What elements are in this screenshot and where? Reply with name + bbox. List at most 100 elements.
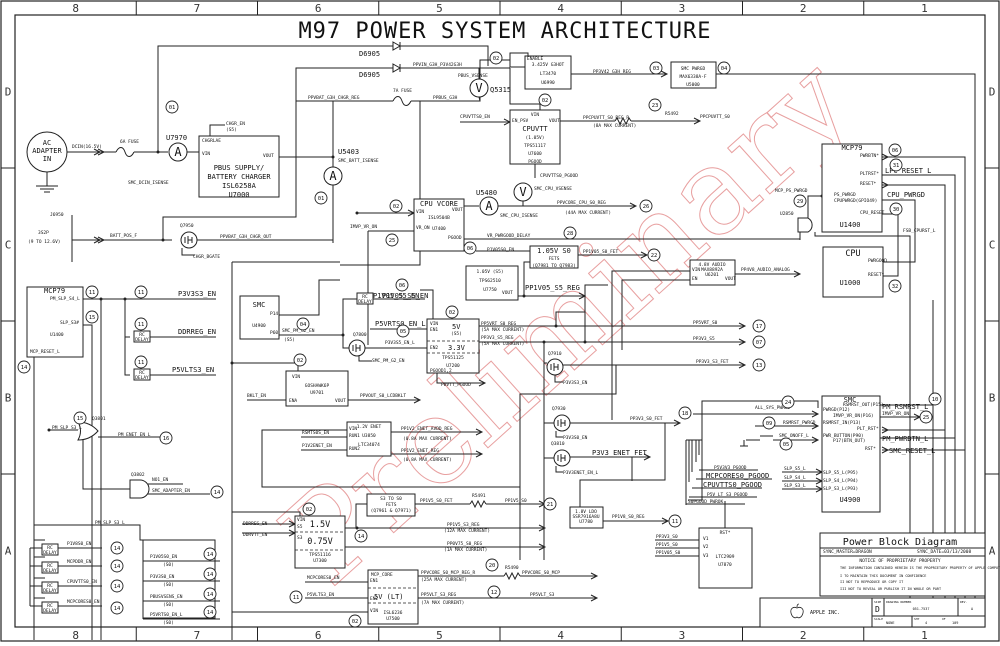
net-chgr-en: CHGR_EN xyxy=(226,121,245,127)
net-no1-en: NO1_EN xyxy=(152,477,169,483)
mcp79-left-pin-reset: MCP_RESET_L xyxy=(30,349,60,355)
net-s0-label: (S0) xyxy=(163,620,174,626)
page-ref-number: 14 xyxy=(114,546,121,552)
net-p1v8s0-en: P1V8S0_EN xyxy=(67,541,92,547)
net-pp5vrt-s0: PP5VRT_S0 xyxy=(693,320,718,326)
zone-column-label: 2 xyxy=(800,2,807,15)
fets-s3s0-block xyxy=(366,493,416,517)
net-pp1v05-s5: PP1V05_S5_REG xyxy=(525,284,580,292)
charger-text: PBUS SUPPLY/ xyxy=(214,164,265,172)
junction-dot xyxy=(99,297,103,301)
wire xyxy=(882,174,956,600)
wire xyxy=(688,415,703,501)
page-ref-circle xyxy=(348,614,362,628)
page-ref-bubble: 26 xyxy=(639,199,653,213)
mcp79-left-title: MCP79 xyxy=(44,287,65,295)
cpuvtt-text: U7600 xyxy=(528,151,542,157)
smc-left-title: SMC xyxy=(253,301,266,309)
wire xyxy=(882,213,899,277)
voltmeter-cpu-icon-glyph: V xyxy=(519,185,526,199)
net-rsmrst-pwrgd: RSMRST_PWRGD xyxy=(783,420,816,426)
page-ref-number: 15 xyxy=(77,416,84,422)
zone-row-label: C xyxy=(989,239,996,252)
arrow-icon xyxy=(538,543,547,551)
cpu-vcore-text: U7400 xyxy=(432,226,446,232)
fet-q7910-icon-glyph xyxy=(550,363,559,371)
net-p3v3s3-en: P3V3S3_EN xyxy=(178,290,216,298)
net-ppvbat-chgr-out: PPVBAT_G3H_CHGR_OUT xyxy=(220,234,272,240)
mcp79-pin: CPUPWRGD(GPIO49) xyxy=(834,198,877,204)
arrow-icon xyxy=(478,379,487,387)
net-pm-pwrbtn: PM_PWRBTN_L xyxy=(882,435,928,443)
arrow-icon xyxy=(413,396,422,404)
wire xyxy=(209,124,225,136)
page-ref-bubble: 15 xyxy=(73,411,87,425)
net-p3v3s3-en-2: P3V3S3_EN xyxy=(563,380,588,386)
zone-column-label: 3 xyxy=(679,629,686,642)
page-ref-number: 29 xyxy=(797,199,804,205)
net-j6950-voltage: (9 TO 12.6V) xyxy=(28,239,61,245)
ammeter-u5480-icon xyxy=(479,196,499,216)
zone-row-label: D xyxy=(989,86,996,99)
net-j6950-3s2p: 3S2P xyxy=(38,230,49,236)
page-ref-number: 23 xyxy=(652,103,659,109)
wire xyxy=(523,261,530,296)
cpu-block xyxy=(822,246,884,298)
page-ref-number: 06 xyxy=(399,283,406,289)
page-ref-circle xyxy=(889,202,903,216)
u6990-text: 3.425V G3HOT xyxy=(532,62,565,68)
rc-delay-label: DELAY xyxy=(358,299,372,305)
page-ref-bubble: 24 xyxy=(781,395,795,409)
rc-delay-label: RC xyxy=(47,603,53,609)
fet-q7800-icon-glyph xyxy=(352,344,361,352)
u6201-text: MAX8892A xyxy=(701,267,723,273)
page-ref-number: 10 xyxy=(932,397,939,403)
arrow-icon xyxy=(811,410,820,418)
net-enet-reg-current: (0.8A MAX CURRENT) xyxy=(403,457,452,463)
page-ref-circle xyxy=(203,547,217,561)
zone-column-label: 3 xyxy=(679,2,686,15)
page-ref-circle xyxy=(888,143,902,157)
net-p3v3enet-en: P3V3ENET_EN_L xyxy=(563,470,599,476)
page-ref-number: 14 xyxy=(114,584,121,590)
net-mcpddr-en: MCPDDR_EN xyxy=(67,559,92,565)
rc-delay-label: DELAY xyxy=(135,375,149,381)
rc-delay-label: RC xyxy=(47,545,53,551)
page-ref-circle xyxy=(134,317,148,331)
sync-master: SYNC_MASTER=DRAGON xyxy=(823,549,872,555)
page-ref-circle xyxy=(639,199,653,213)
page-ref-number: 14 xyxy=(214,490,221,496)
net-pp1v05-fet: PP1V05_S0_FET xyxy=(583,249,619,255)
page-ref-circle xyxy=(678,406,692,420)
charger-pin-vout: VOUT xyxy=(263,153,274,159)
u7200-3v3: 3.3V xyxy=(448,344,466,352)
net-6a-fuse: 6A FUSE xyxy=(120,139,139,145)
page-ref-circle xyxy=(110,559,124,573)
page-ref-bubble: 11 xyxy=(134,285,148,299)
net-pp5vrt-reg: PP5VRT_S0_REG xyxy=(481,321,517,327)
voltmeter-cpu-icon xyxy=(513,182,533,202)
page-ref-circle xyxy=(668,514,682,528)
net-ppvcore-current: (44A MAX CURRENT) xyxy=(565,210,611,216)
page-ref-circle xyxy=(302,502,316,516)
cpuvtt-block xyxy=(509,109,561,165)
u3850-text: U3850 xyxy=(362,433,376,439)
smc-right-pin: IMVP_VR_ON(P16) xyxy=(833,413,874,419)
page-ref-circle xyxy=(314,191,328,205)
page-ref-bubble: 25 xyxy=(385,233,399,247)
page-ref-bubble: 32 xyxy=(888,279,902,293)
voltmeter-q5315-icon xyxy=(469,78,489,98)
page-ref-number: 04 xyxy=(721,66,728,72)
cpuvtt-pin-en: EN_PSV xyxy=(512,118,529,124)
page-ref-number: 01 xyxy=(169,105,176,111)
rc-delay-label: RC xyxy=(139,332,145,338)
mcp79-pin: PLTRST* xyxy=(860,171,879,177)
page-ref-number: 09 xyxy=(766,421,773,427)
page-ref-circle xyxy=(485,558,499,572)
net-pm-rsmrst: PM_RSMRST_L xyxy=(882,403,928,411)
page-ref-bubble: 23 xyxy=(648,98,662,112)
cpu-vcore-text: ISL9504B xyxy=(428,215,450,221)
net-mcp-ps-pwrgd: MCP_PS_PWRGD xyxy=(775,188,808,194)
page-ref-bubble: 11 xyxy=(134,317,148,331)
scale-label: SCALE xyxy=(874,617,883,621)
